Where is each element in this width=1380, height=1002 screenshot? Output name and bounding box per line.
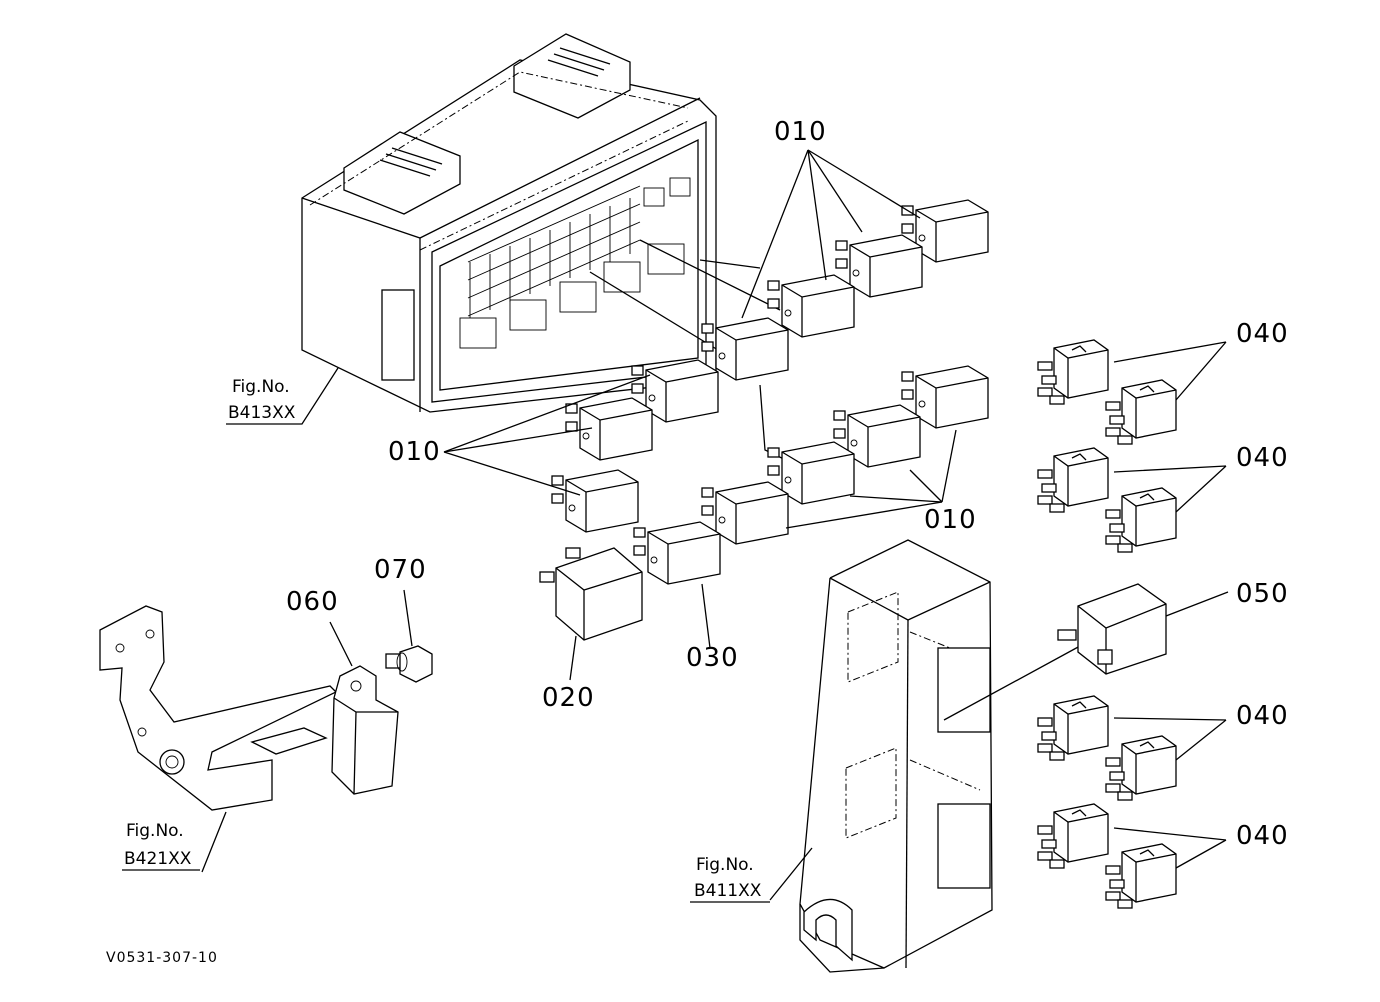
leaders-010-left [443,374,651,496]
label-030: 030 [686,643,739,673]
label-010-left: 010 [388,437,441,467]
bolt-070 [385,645,433,683]
relay-020 [539,547,643,641]
label-070: 070 [374,555,427,585]
ref-fuse-box-line1: Fig.No. [232,377,290,397]
ref-fuse-box: Fig.No. B413XX [226,367,339,425]
relay-holder-060 [331,665,399,795]
relay-010-group [551,199,989,545]
label-040-b: 040 [1236,443,1289,473]
relay-040 [1037,447,1109,513]
ref-panel-line1: Fig.No. [696,855,754,875]
relay-010 [565,397,653,461]
drawing-code: V0531-307-10 [106,950,218,966]
bracket [99,605,338,811]
ref-panel: Fig.No. B411XX [690,855,770,903]
relay-040 [1037,339,1109,405]
relay-040 [1105,843,1177,909]
leaders-040-050 [1113,341,1229,869]
label-040-a: 040 [1236,319,1289,349]
panel [799,539,993,973]
label-040-c: 040 [1236,701,1289,731]
ref-bracket-line2: B421XX [124,849,192,869]
label-010-bottom: 010 [924,505,977,535]
leaders-010-bottom [785,429,957,529]
relay-040 [1037,695,1109,761]
relay-040 [1105,735,1177,801]
label-050: 050 [1236,579,1289,609]
label-010-top: 010 [774,117,827,147]
label-020: 020 [542,683,595,713]
relay-040 [1105,487,1177,553]
ref-bracket: Fig.No. B421XX [122,821,200,871]
relay-010 [551,469,639,533]
ref-panel-line2: B411XX [694,881,762,901]
relay-050 [1057,583,1167,675]
relay-040 [1105,379,1177,445]
label-060: 060 [286,587,339,617]
ref-fuse-box-line2: B413XX [228,403,296,423]
fuse-box [301,33,717,413]
relay-030 [633,521,721,585]
leaders-010-top [741,149,921,319]
ref-bracket-line1: Fig.No. [126,821,184,841]
label-040-d: 040 [1236,821,1289,851]
relay-040 [1037,803,1109,869]
